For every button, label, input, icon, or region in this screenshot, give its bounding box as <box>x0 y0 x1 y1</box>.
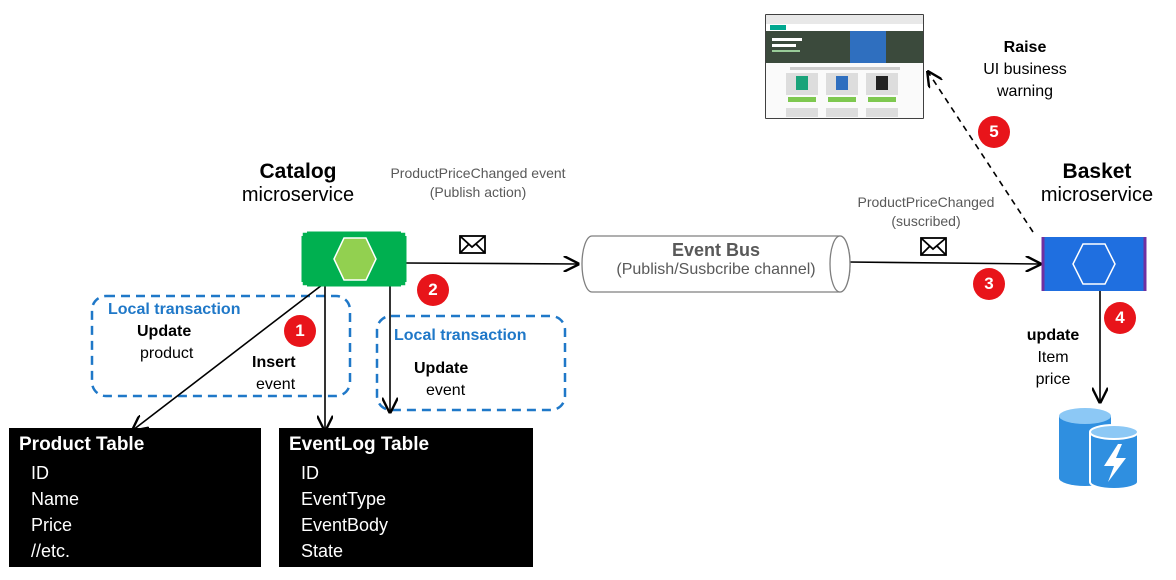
update-price-line2: Item <box>1037 349 1069 366</box>
raise-line3: warning <box>996 83 1054 100</box>
event-bus-cylinder <box>581 235 851 293</box>
step-badge-1: 1 <box>284 315 316 347</box>
update-item-price-label: update Item price <box>1018 325 1088 391</box>
envelope-icon <box>459 235 486 254</box>
event-bus-title: Event Bus <box>671 240 761 260</box>
product-table-field: //etc. <box>31 541 71 561</box>
publish-event-name: ProductPriceChanged event <box>390 165 566 181</box>
subscribe-event-action: (suscribed) <box>891 213 961 229</box>
arrow-catalog-to-bus <box>405 263 578 264</box>
product-table-header: Product Table <box>19 434 145 455</box>
subscribe-event-name: ProductPriceChanged <box>857 194 995 210</box>
step-badge-4: 4 <box>1104 302 1136 334</box>
basket-title: Basket <box>1062 160 1132 183</box>
catalog-microservice-icon <box>301 231 407 287</box>
catalog-label: Catalog microservice <box>226 160 370 207</box>
event-bus-label: Event Bus (Publish/Susbcribe channel) <box>596 240 836 279</box>
eventlog-table-field: EventBody <box>301 515 389 535</box>
arrow-to-product-table <box>133 284 323 430</box>
eventlog-table-field: EventType <box>301 489 387 509</box>
insert-event-object: event <box>256 376 296 393</box>
subscribe-event-label: ProductPriceChanged (suscribed) <box>840 193 1012 231</box>
product-table-field: Name <box>31 489 80 509</box>
update-product-action: Update <box>137 323 192 340</box>
raise-warning-label: Raise UI business warning <box>970 37 1080 103</box>
catalog-subtitle: microservice <box>241 184 355 206</box>
arrow-basket-to-ui <box>928 72 1034 233</box>
update-price-action: update <box>1026 327 1080 344</box>
eventlog-table-header: EventLog Table <box>289 434 430 455</box>
product-table-field: Price <box>31 515 73 535</box>
catalog-title: Catalog <box>259 160 337 183</box>
raise-action: Raise <box>1003 39 1047 56</box>
raise-line2: UI business <box>983 61 1067 78</box>
eventlog-table: EventLog Table ID EventType EventBody St… <box>279 428 533 567</box>
eventlog-table-field: State <box>301 541 344 561</box>
eventlog-table-field: ID <box>301 463 319 483</box>
database-icon <box>1059 408 1139 490</box>
product-table: Product Table ID Name Price //etc. <box>9 428 261 567</box>
update-product-object: product <box>140 345 194 362</box>
update-event-action: Update <box>414 360 469 377</box>
event-bus-subtitle: (Publish/Susbcribe channel) <box>616 261 816 278</box>
local-transaction-left-heading: Local transaction <box>108 301 241 318</box>
basket-label: Basket microservice <box>1022 160 1172 207</box>
basket-microservice-icon <box>1041 237 1147 291</box>
product-table-field: ID <box>31 463 49 483</box>
step-badge-3: 3 <box>973 268 1005 300</box>
publish-event-action: (Publish action) <box>429 184 527 200</box>
step-badge-2: 2 <box>417 274 449 306</box>
publish-event-label: ProductPriceChanged event (Publish actio… <box>370 164 586 202</box>
local-transaction-right-heading: Local transaction <box>394 327 527 344</box>
web-app-screenshot <box>765 14 924 119</box>
arrow-bus-to-basket <box>847 262 1040 264</box>
insert-event-action: Insert <box>252 354 296 371</box>
basket-subtitle: microservice <box>1040 184 1154 206</box>
envelope-icon <box>920 237 947 256</box>
update-price-line3: price <box>1035 371 1071 388</box>
local-transaction-box-right <box>375 314 567 412</box>
local-transaction-box-left <box>90 294 352 398</box>
update-event-object: event <box>426 382 466 399</box>
step-badge-5: 5 <box>978 116 1010 148</box>
